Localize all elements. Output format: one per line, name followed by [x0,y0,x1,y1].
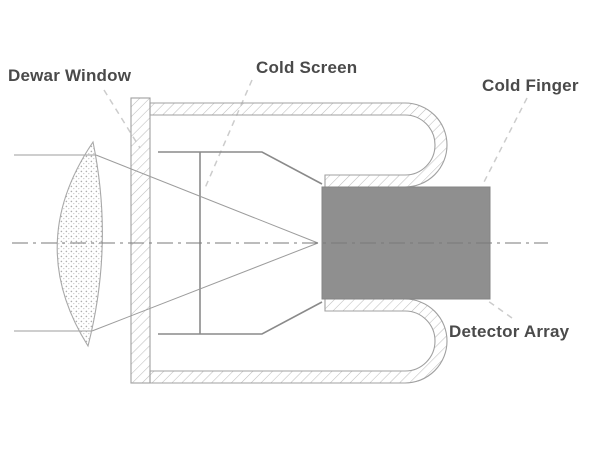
light-rays [14,154,319,332]
label-detector-array: Detector Array [449,322,570,341]
dewar-vessel-walls [130,97,448,384]
dewar-top-wall [149,102,448,188]
leader-line-detector-array [487,300,513,319]
leader-line-cold-screen [204,79,253,189]
cold-finger-block [321,186,491,300]
label-cold-screen: Cold Screen [256,58,358,77]
label-cold-finger: Cold Finger [482,76,579,95]
dewar-bottom-wall [149,298,448,384]
objective-lens [56,140,103,348]
cold-screen-bottom [158,301,323,335]
cold-screen-top [158,151,323,185]
converging-ray-top [95,154,319,244]
dewar-window-plate [130,97,151,384]
cold-screen-baffle [158,151,323,335]
leader-line-cold-finger [482,97,528,185]
label-dewar-window: Dewar Window [8,66,132,85]
converging-ray-bottom [91,242,319,332]
